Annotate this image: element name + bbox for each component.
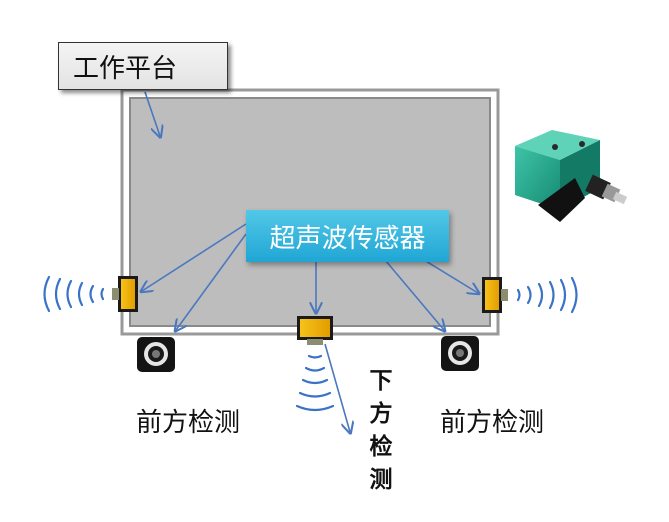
platform-label: 工作平台: [58, 42, 228, 90]
caption-down-char: 测: [369, 467, 393, 493]
caption-down-char: 检: [369, 434, 393, 460]
ultrasonic-sensor-icon: [297, 316, 333, 345]
sensor-photo-icon: [515, 130, 628, 222]
caption-down-char: 方: [369, 401, 393, 427]
wheel-icon: [137, 337, 175, 372]
ultrasonic-sensor-icon: [112, 276, 138, 312]
sound-wave-icon: [295, 354, 335, 412]
ultrasonic-sensor-icon: [482, 277, 508, 313]
caption-front-left: 前方检测: [136, 408, 241, 438]
caption-front-right: 前方检测: [440, 408, 545, 438]
caption-down: 下 方 检 测: [366, 365, 396, 497]
caption-down-char: 下: [369, 368, 393, 394]
sensor-label: 超声波传感器: [246, 210, 449, 262]
wheel-icon: [441, 336, 479, 371]
sound-wave-icon: [43, 275, 105, 313]
sound-wave-icon: [516, 276, 578, 314]
